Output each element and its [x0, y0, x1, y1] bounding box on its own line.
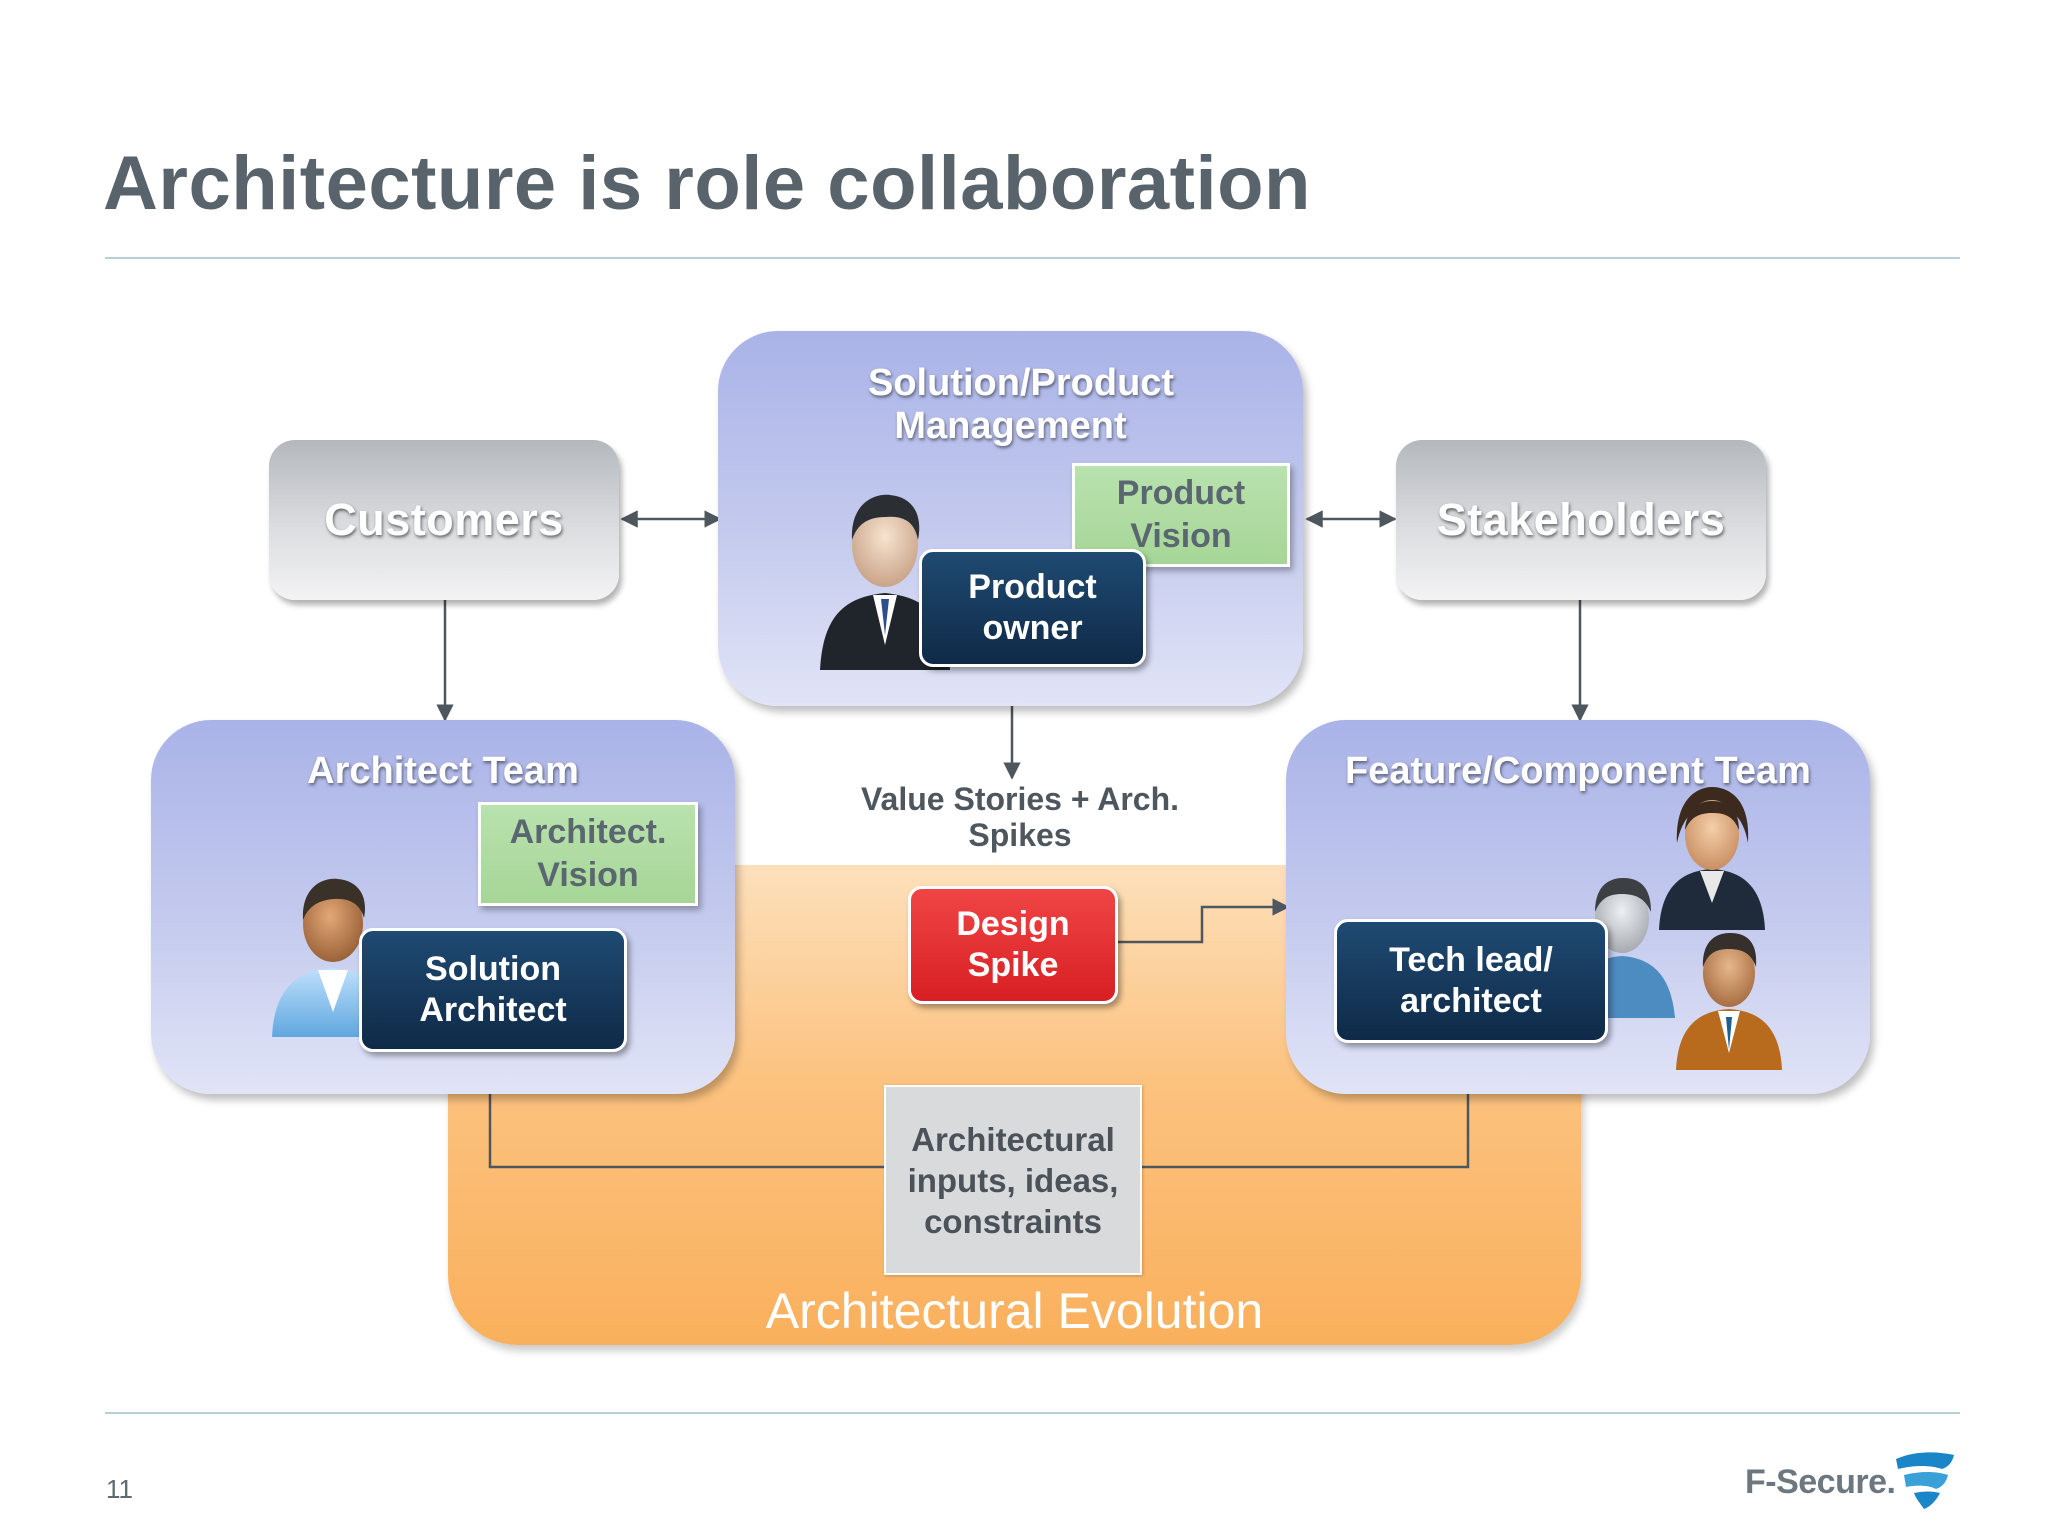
value-stories-label: Value Stories + Arch. Spikes — [860, 781, 1180, 853]
design-spike-label: Design Spike — [956, 905, 1070, 984]
team-member-man-brown-icon — [1676, 933, 1782, 1070]
tech-lead-box: Tech lead/ architect — [1334, 919, 1608, 1043]
architectural-inputs-box: Architectural inputs, ideas, constraints — [884, 1085, 1142, 1275]
page-number: 11 — [106, 1474, 133, 1504]
team-member-woman-icon — [1659, 787, 1765, 930]
stakeholders-label: Stakeholders — [1436, 494, 1726, 545]
slide-title: Architecture is role collaboration — [103, 141, 1311, 226]
f-secure-logo: F-Secure. — [1745, 1449, 1960, 1511]
product-owner-label: Product owner — [968, 568, 1097, 647]
product-owner-box: Product owner — [919, 549, 1146, 667]
product-owner-person-icon — [820, 494, 950, 670]
customers-box: Customers — [269, 440, 619, 600]
solution-architect-box: Solution Architect — [359, 928, 627, 1052]
architect-vision-label: Architect. Vision — [509, 813, 667, 894]
solution-architect-label: Solution Architect — [419, 950, 567, 1029]
tech-lead-label: Tech lead/ architect — [1389, 941, 1553, 1020]
f-secure-shield-icon — [1896, 1452, 1954, 1509]
solution-management-title: Solution/Product Management — [868, 362, 1175, 447]
stakeholders-box: Stakeholders — [1396, 440, 1766, 600]
design-spike-box: Design Spike — [908, 886, 1118, 1004]
bottom-divider — [105, 1412, 1960, 1414]
logo-wordmark: F-Secure. — [1745, 1463, 1896, 1501]
customers-label: Customers — [324, 494, 564, 545]
architectural-evolution-label: Architectural Evolution — [765, 1283, 1264, 1339]
feature-team-title: Feature/Component Team — [1345, 750, 1811, 792]
top-divider — [105, 257, 1960, 259]
spike-feature-arrow — [1113, 898, 1290, 944]
product-vision-label: Product Vision — [1116, 474, 1246, 555]
architectural-inputs-label: Architectural inputs, ideas, constraints — [907, 1120, 1119, 1240]
architect-team-title: Architect Team — [307, 750, 579, 792]
architect-vision-box: Architect. Vision — [478, 802, 698, 906]
